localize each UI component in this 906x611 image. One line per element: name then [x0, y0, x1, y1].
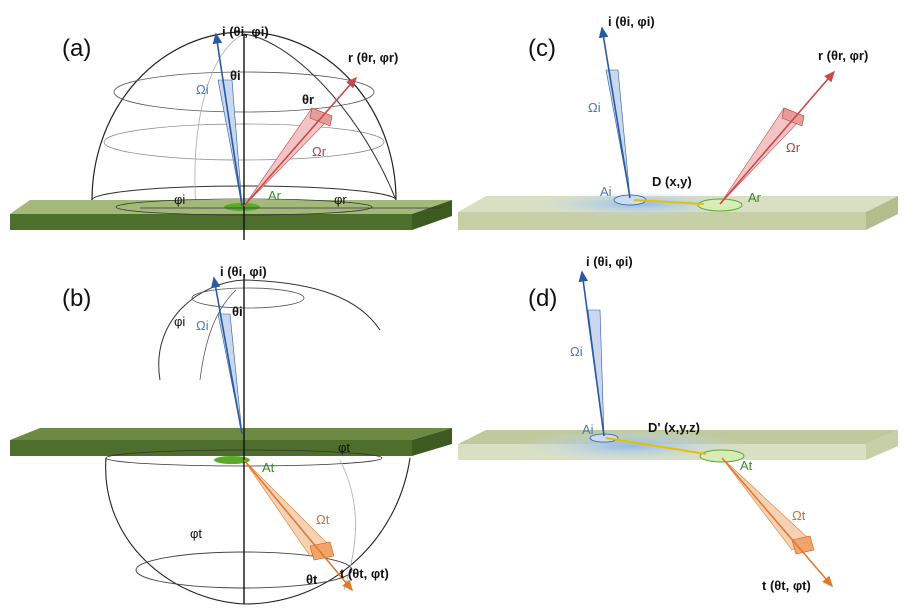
spot-at: [699, 449, 745, 463]
label-phi-t-top: φt: [338, 440, 350, 455]
transmitted-arrow: [243, 459, 354, 592]
label-area-i: Ai: [600, 184, 612, 199]
panel-c-tag: (c): [528, 35, 556, 62]
label-omega-t: Ωt: [792, 508, 806, 523]
label-omega-r: Ωr: [786, 140, 801, 155]
label-reflected: r (θr, φr): [818, 48, 868, 63]
label-area: At: [262, 460, 275, 475]
label-omega-r: Ωr: [312, 144, 327, 159]
solid-angle-omega-t: [721, 457, 811, 551]
upper-arc: [158, 279, 381, 381]
solid-angle-omega-i: [217, 79, 243, 207]
spot-at: [214, 456, 250, 464]
surface-front: [10, 440, 412, 456]
label-incident: i (θi, φi): [220, 264, 267, 279]
label-phi-i: φi: [174, 314, 185, 329]
panel-a-tag: (a): [62, 35, 91, 62]
hemisphere-outline: [91, 31, 397, 201]
reflected-arrow: [719, 70, 836, 205]
incident-arrow: [212, 32, 243, 207]
label-area-t: At: [740, 458, 753, 473]
label-area-i: Ai: [582, 422, 594, 437]
label-area-r: Ar: [748, 190, 762, 205]
spot-ar: [224, 203, 260, 211]
label-phi-t-bottom: φt: [190, 526, 202, 541]
meridian-right: [243, 33, 397, 201]
panel-b-tag: (b): [62, 285, 91, 312]
transmitted-box: [791, 535, 815, 555]
label-theta-r: θr: [302, 92, 314, 107]
lower-meridian: [339, 459, 356, 591]
label-phi-r: φr: [334, 192, 347, 207]
label-theta-i: θi: [232, 304, 243, 319]
panel-c: (c) i (θi, φi) r (θr, φr) Ωi Ωr Ai Ar D …: [458, 14, 898, 230]
label-omega-i: Ωi: [588, 100, 601, 115]
label-area: Ar: [268, 188, 282, 203]
surface-front: [458, 212, 866, 230]
incident-arrow: [578, 270, 605, 437]
scatter-spread: [518, 430, 742, 462]
incident-arrow: [210, 276, 243, 435]
label-incident: i (θi, φi): [608, 14, 655, 29]
upper-ring: [191, 287, 305, 309]
incident-arrow: [598, 26, 631, 199]
spot-ar: [697, 198, 743, 212]
label-distance: D (x,y): [652, 174, 692, 189]
surface-side: [412, 428, 452, 456]
label-transmitted: t (θt, φt): [762, 578, 811, 593]
label-theta-i: θi: [230, 68, 241, 83]
label-omega-i: Ωi: [570, 344, 583, 359]
surface-side: [866, 196, 898, 230]
panel-b: (b) i (θi, φi) t (θt, φt) Ωi Ωt θi θt φi…: [10, 264, 452, 605]
panel-d: (d) i (θi, φi) t (θt, φt) Ωi Ωt Ai At D'…: [458, 254, 898, 593]
label-omega-t: Ωt: [316, 512, 330, 527]
label-phi-i: φi: [174, 192, 185, 207]
surface-front: [10, 214, 412, 230]
label-omega-i: Ωi: [196, 82, 209, 97]
label-theta-t: θt: [306, 572, 318, 587]
meridian-back: [194, 33, 245, 211]
offset-arrow: [633, 199, 705, 205]
label-transmitted: t (θt, φt): [340, 566, 389, 581]
upper-meridian: [199, 289, 237, 381]
label-reflected: r (θr, φr): [348, 50, 398, 65]
label-distance: D' (x,y,z): [648, 420, 700, 435]
surface-side: [866, 430, 898, 460]
offset-arrow: [605, 437, 707, 455]
reflected-arrow: [243, 76, 358, 207]
panel-d-tag: (d): [528, 285, 557, 312]
surface-top: [10, 428, 452, 440]
panel-a: (a) i (θi, φi) r (θr, φr) Ωi Ωr θi θr φi…: [10, 24, 452, 240]
surface-side: [412, 200, 452, 230]
label-omega-i: Ωi: [196, 318, 209, 333]
label-incident: i (θi, φi): [586, 254, 633, 269]
label-incident: i (θi, φi): [222, 24, 269, 39]
transmitted-arrow: [721, 457, 834, 588]
